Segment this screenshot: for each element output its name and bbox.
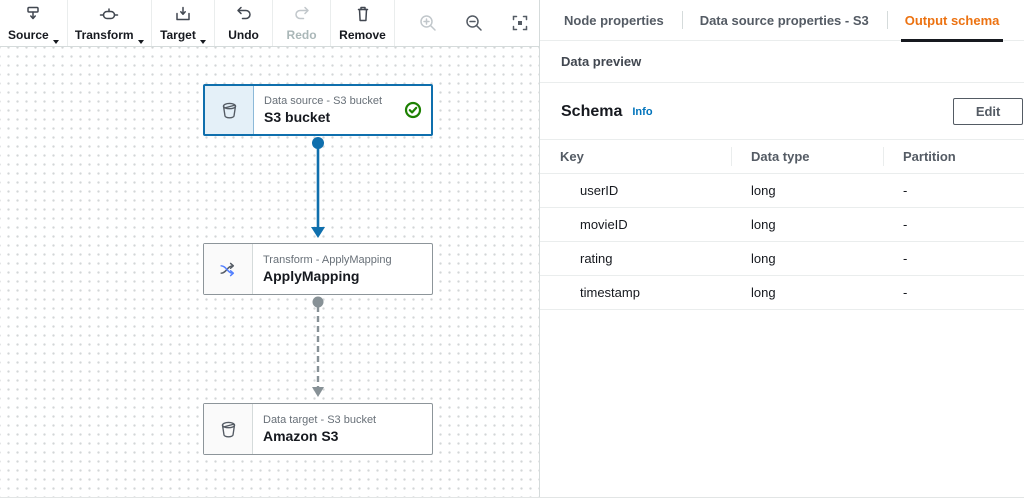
success-check-icon	[404, 101, 422, 119]
shuffle-icon	[204, 244, 253, 294]
tab-label: Output schema	[904, 12, 1000, 28]
edit-schema-button[interactable]: Edit	[952, 98, 1024, 125]
remove-button[interactable]: Remove	[331, 0, 395, 46]
info-link[interactable]: Info	[632, 105, 653, 118]
redo-label: Redo	[286, 27, 317, 42]
cell-data-type: long	[751, 251, 776, 266]
chevron-down-icon	[199, 39, 206, 44]
table-row: userID long -	[540, 174, 1024, 208]
zoom-controls	[409, 0, 539, 46]
cell-key: movieID	[580, 217, 628, 232]
chevron-down-icon	[52, 39, 59, 44]
node-data-source-s3[interactable]: Data source - S3 bucket S3 bucket	[203, 84, 433, 136]
target-button[interactable]: Target	[151, 0, 216, 46]
cell-data-type: long	[751, 285, 776, 300]
cell-partition: -	[903, 251, 908, 266]
redo-button[interactable]: Redo	[273, 0, 332, 46]
node-title: Amazon S3	[263, 428, 339, 444]
cell-data-type: long	[751, 183, 776, 198]
table-row: movieID long -	[540, 208, 1024, 242]
chevron-down-icon	[137, 39, 144, 44]
data-preview-section-label: Data preview	[540, 41, 1024, 83]
schema-header: Schema Info Edit	[540, 83, 1024, 139]
expand-panel-button[interactable]	[1017, 0, 1024, 40]
cell-key: timestamp	[580, 285, 640, 300]
target-icon	[173, 6, 193, 27]
s3-bucket-icon	[204, 404, 253, 454]
canvas-toolbar: Source Transform Target Undo	[0, 0, 539, 47]
tab-output-schema[interactable]: Output schema	[886, 0, 1018, 42]
cell-partition: -	[903, 183, 908, 198]
transform-button[interactable]: Transform	[67, 0, 152, 46]
table-row: timestamp long -	[540, 276, 1024, 310]
cell-partition: -	[903, 285, 908, 300]
tab-node-properties[interactable]: Node properties	[546, 0, 682, 40]
node-subtitle: Data target - S3 bucket	[263, 414, 377, 426]
cell-key: rating	[580, 251, 613, 266]
tab-label: Node properties	[564, 12, 664, 28]
job-graph-canvas[interactable]: Data source - S3 bucket S3 bucket Transf…	[0, 47, 539, 497]
cell-key: userID	[580, 183, 619, 198]
tab-data-source-properties[interactable]: Data source properties - S3	[681, 0, 887, 40]
schema-heading: Schema	[561, 102, 623, 120]
column-header-key: Key	[560, 149, 584, 164]
node-subtitle: Data source - S3 bucket	[264, 95, 383, 107]
node-body: Data source - S3 bucket S3 bucket	[254, 86, 431, 134]
transform-icon	[99, 6, 119, 27]
panel-tabs: Node properties Data source properties -…	[540, 0, 1024, 42]
undo-label: Undo	[228, 27, 259, 42]
target-label: Target	[160, 27, 196, 42]
cell-partition: -	[903, 217, 908, 232]
undo-icon	[234, 6, 254, 27]
node-data-target-s3[interactable]: Data target - S3 bucket Amazon S3	[203, 403, 433, 455]
node-subtitle: Transform - ApplyMapping	[263, 254, 392, 266]
node-title: ApplyMapping	[263, 268, 360, 284]
trash-icon	[353, 6, 373, 27]
source-button[interactable]: Source	[0, 0, 68, 46]
cell-data-type: long	[751, 217, 776, 232]
source-label: Source	[7, 27, 49, 42]
canvas-pane: Source Transform Target Undo	[0, 0, 540, 497]
node-body: Data target - S3 bucket Amazon S3	[253, 404, 432, 454]
node-transform-applymapping[interactable]: Transform - ApplyMapping ApplyMapping	[203, 243, 433, 295]
source-icon	[23, 6, 43, 27]
column-header-partition: Partition	[883, 140, 1024, 173]
tab-label: Data source properties - S3	[699, 12, 869, 28]
remove-label: Remove	[339, 27, 386, 42]
node-title: S3 bucket	[264, 109, 331, 125]
s3-bucket-icon	[205, 86, 254, 134]
zoom-in-button[interactable]	[409, 0, 447, 46]
redo-icon	[292, 6, 312, 27]
column-header-data-type: Data type	[731, 140, 883, 173]
schema-table-header: Key Data type Partition	[540, 139, 1024, 174]
fit-to-screen-button[interactable]	[501, 0, 539, 46]
zoom-out-button[interactable]	[455, 0, 493, 46]
table-row: rating long -	[540, 242, 1024, 276]
transform-label: Transform	[74, 27, 134, 42]
properties-panel: Node properties Data source properties -…	[540, 0, 1024, 497]
undo-button[interactable]: Undo	[215, 0, 274, 46]
node-body: Transform - ApplyMapping ApplyMapping	[253, 244, 432, 294]
